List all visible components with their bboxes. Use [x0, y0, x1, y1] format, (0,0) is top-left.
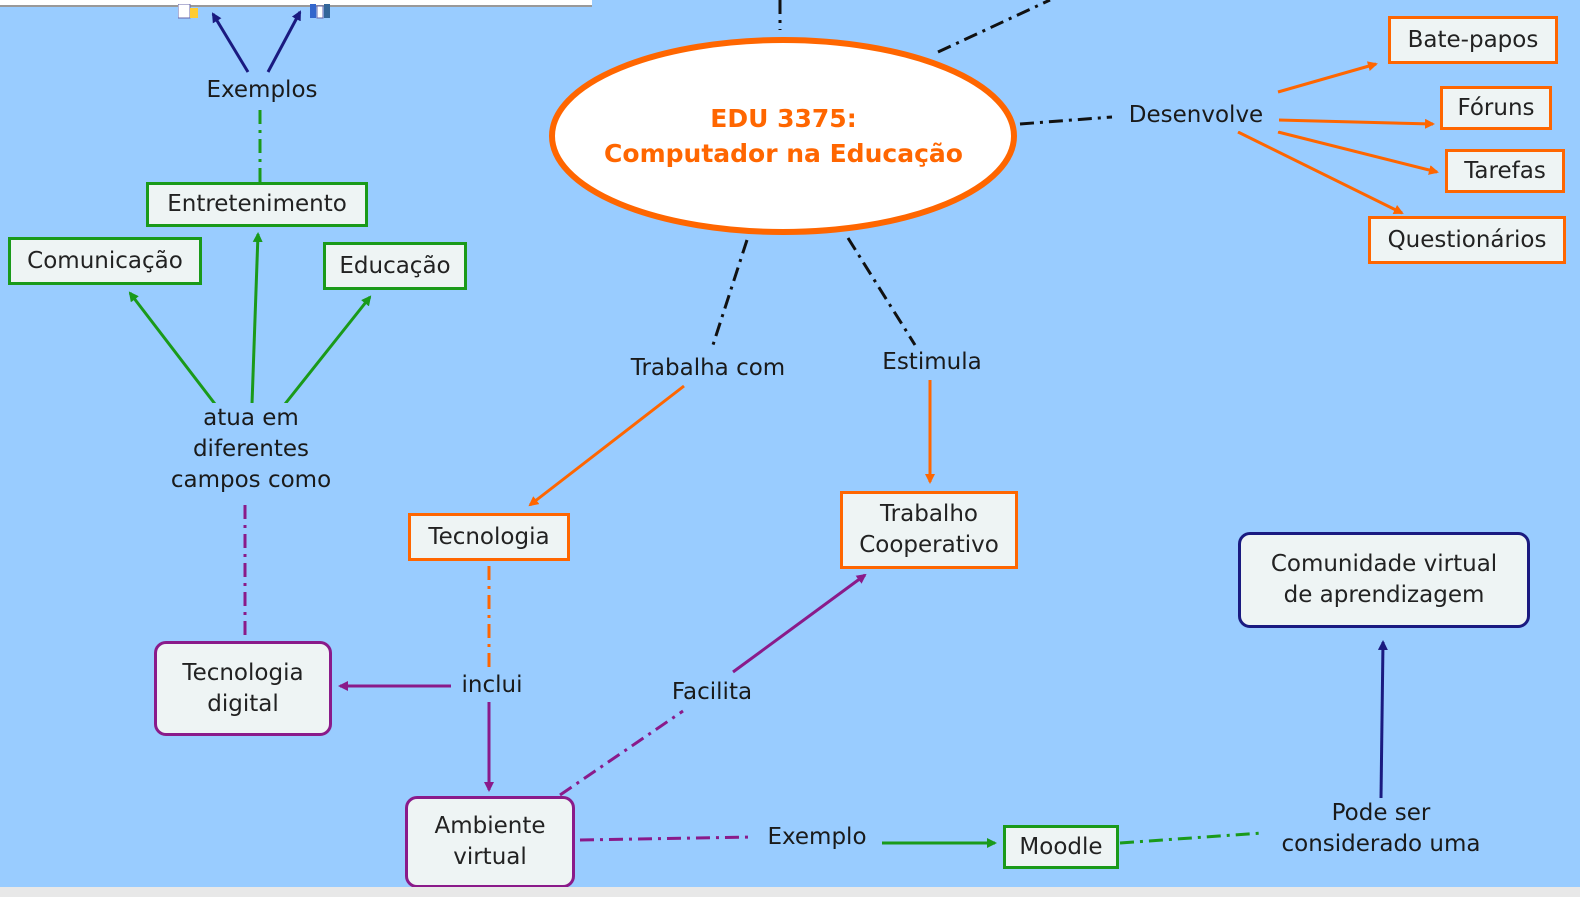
arrow-exemplos-right	[266, 10, 302, 73]
arrow-to-foruns	[1277, 118, 1435, 129]
top-panel-edge	[0, 0, 592, 7]
connector-center-estimula	[846, 237, 917, 346]
link-label-pode-ser[interactable]: Pode ser considerado uma	[1262, 798, 1500, 860]
node-tecnologia[interactable]: Tecnologia	[408, 513, 570, 561]
link-label-desenvolve[interactable]: Desenvolve	[1113, 100, 1279, 131]
connector-center-top-right	[937, 0, 1051, 54]
arrow-to-trabalho-cooperativo-from-facilita	[732, 573, 867, 674]
arrow-exemplos-left	[211, 12, 250, 73]
arrow-to-comunidade-virtual	[1377, 640, 1388, 799]
link-label-trabalha-com[interactable]: Trabalha com	[610, 353, 806, 384]
center-title-line2: Computador na Educação	[604, 139, 963, 168]
link-label-inclui[interactable]: inclui	[451, 670, 533, 701]
center-node[interactable]: EDU 3375: Computador na Educação	[550, 38, 1017, 234]
node-entretenimento[interactable]: Entretenimento	[146, 182, 368, 227]
node-tarefas[interactable]: Tarefas	[1445, 149, 1565, 193]
node-comunidade-virtual[interactable]: Comunidade virtual de aprendizagem	[1238, 532, 1530, 628]
link-label-estimula[interactable]: Estimula	[868, 347, 996, 378]
arrow-to-tarefas	[1277, 130, 1439, 175]
connector-moodle-pode-ser	[1119, 831, 1263, 845]
node-trabalho-cooperativo[interactable]: Trabalho Cooperativo	[840, 491, 1018, 569]
link-label-atua-em[interactable]: atua em diferentes campos como	[140, 403, 362, 496]
center-title-line1: EDU 3375:	[710, 104, 857, 133]
node-questionarios[interactable]: Questionários	[1368, 216, 1566, 264]
node-comunicacao[interactable]: Comunicação	[8, 237, 202, 285]
node-bate-papos[interactable]: Bate-papos	[1388, 16, 1558, 64]
connector-ambiente-exemplo	[579, 835, 753, 842]
connector-ambiente-facilita	[559, 709, 684, 797]
resource-icon[interactable]	[178, 4, 200, 20]
bottom-bar	[0, 887, 1580, 897]
arrow-to-bate-papos	[1277, 61, 1378, 94]
node-tecnologia-digital[interactable]: Tecnologia digital	[154, 641, 332, 736]
arrow-to-questionarios	[1237, 130, 1404, 215]
node-moodle[interactable]: Moodle	[1003, 825, 1119, 869]
link-label-exemplos[interactable]: Exemplos	[194, 75, 330, 106]
arrow-to-entretenimento	[250, 232, 263, 405]
center-node-shape	[549, 37, 1017, 235]
node-educacao[interactable]: Educação	[323, 242, 467, 290]
arrow-to-tecnologia	[528, 384, 685, 507]
arrow-to-educacao	[283, 295, 372, 405]
resource-icon[interactable]	[310, 4, 332, 20]
connector-center-trabalha	[710, 239, 749, 349]
link-label-exemplo[interactable]: Exemplo	[752, 822, 882, 853]
connector-center-desenvolve	[1019, 115, 1113, 126]
link-label-facilita[interactable]: Facilita	[657, 677, 767, 708]
node-foruns[interactable]: Fóruns	[1440, 86, 1552, 130]
arrow-to-comunicacao	[128, 291, 217, 405]
node-ambiente-virtual[interactable]: Ambiente virtual	[405, 796, 575, 888]
